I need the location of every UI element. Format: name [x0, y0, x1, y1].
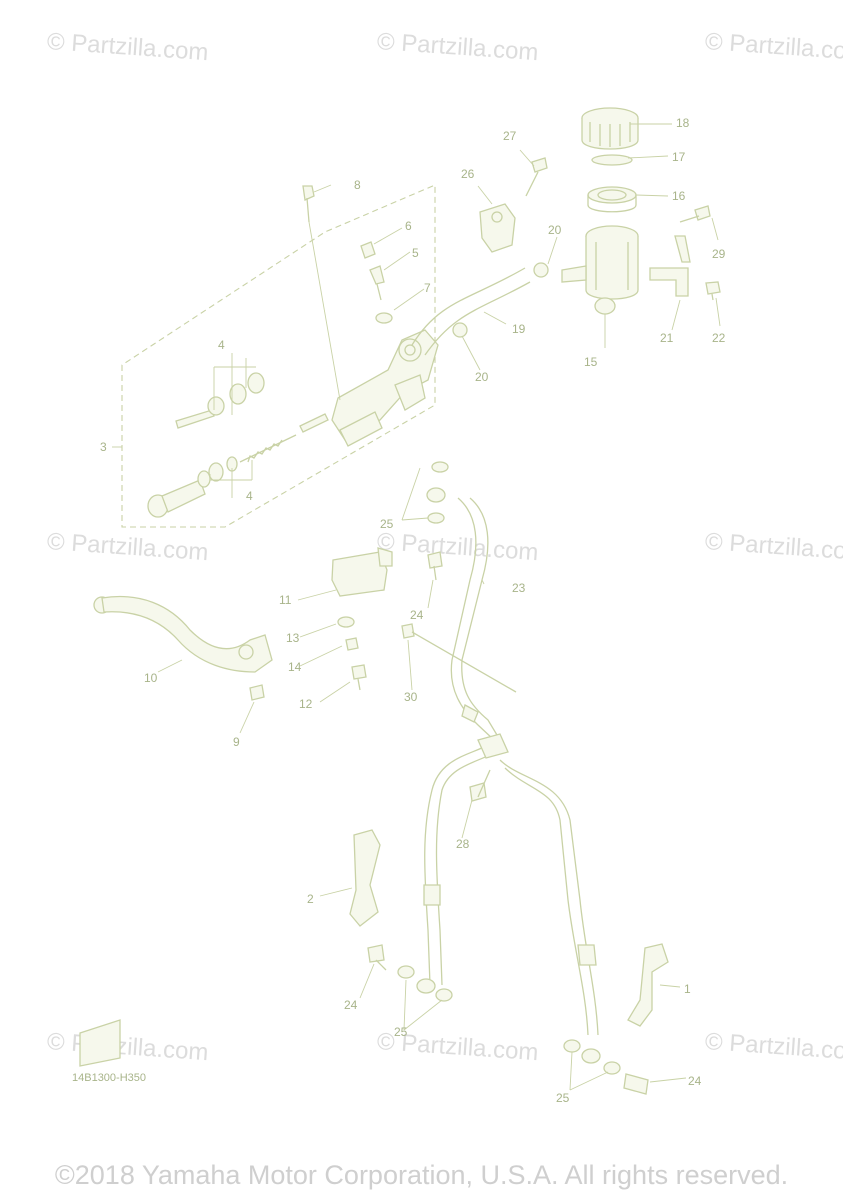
callout-12: 12: [299, 697, 313, 711]
callout-18: 18: [676, 116, 690, 130]
reservoir-hose: [411, 267, 531, 356]
callout-26: 26: [461, 167, 475, 181]
pivot-bolt: [302, 185, 341, 401]
callout-27: 27: [503, 129, 517, 143]
reservoir-bolt: [679, 205, 711, 223]
washer-25: [563, 1039, 581, 1053]
callout-1: 1: [684, 982, 691, 996]
brake-hose: [423, 497, 599, 1036]
bracket-bolt: [525, 157, 548, 197]
hose-guide-right: [627, 943, 669, 1027]
union-fitting: [581, 1048, 601, 1064]
master-cylinder-kit-outline: [121, 184, 436, 528]
callout-9: 9: [233, 735, 240, 749]
callout-30: 30: [404, 690, 418, 704]
piston-kit-upper: [175, 372, 265, 429]
callout-14: 14: [288, 660, 302, 674]
callout-16: 16: [672, 189, 686, 203]
callout-25: 25: [380, 517, 394, 531]
callout-23: 23: [512, 581, 526, 595]
callout-4: 4: [218, 338, 225, 352]
callout-13: 13: [286, 631, 300, 645]
bracket-tab: [674, 235, 691, 263]
washer-25: [603, 1061, 621, 1075]
callout-25: 25: [394, 1025, 408, 1039]
union-bolt-upper: [427, 551, 443, 581]
callout-11: 11: [279, 593, 292, 607]
small-screw: [705, 281, 721, 301]
callout-21: 21: [660, 331, 674, 345]
callout-7: 7: [424, 281, 431, 295]
union-fitting: [416, 978, 436, 994]
union-bolt-lower-left: [367, 944, 387, 971]
stamp-icon: [79, 1019, 121, 1067]
callout-20: 20: [548, 223, 562, 237]
switch-5: [369, 265, 385, 301]
reservoir-bracket: [649, 267, 689, 297]
washer-25: [431, 461, 449, 473]
callout-6: 6: [405, 219, 412, 233]
union-bolt-lower-right: [623, 1073, 649, 1095]
reservoir-tank: [561, 225, 639, 315]
callout-25: 25: [556, 1091, 570, 1105]
callout-24: 24: [344, 998, 358, 1012]
callout-19: 19: [512, 322, 526, 336]
callout-10: 10: [144, 671, 158, 685]
callout-8: 8: [354, 178, 361, 192]
leader-lines: [112, 123, 721, 1091]
hose-bolt: [469, 769, 491, 802]
callout-3: 3: [100, 440, 107, 454]
callout-17: 17: [672, 150, 686, 164]
cap-6: [360, 241, 376, 259]
callout-4: 4: [246, 489, 253, 503]
callout-20: 20: [475, 370, 489, 384]
switch-connector: [377, 547, 393, 567]
lever-nut: [249, 684, 265, 701]
washer-7: [375, 312, 393, 324]
callout-22: 22: [712, 331, 726, 345]
exploded-parts-diagram: 1 2 3 4 4 5 6 7 8 9 10 11 12 13 14 15 16…: [79, 107, 726, 1105]
callout-24: 24: [688, 1074, 702, 1088]
washer-25: [427, 512, 445, 524]
callout-29: 29: [712, 247, 726, 261]
cap-plate: [591, 154, 633, 166]
brake-lever: [93, 595, 273, 673]
master-cylinder-body: [331, 329, 439, 447]
callout-24: 24: [410, 608, 424, 622]
piston-kit-lower: [147, 413, 329, 518]
callout-2: 2: [307, 892, 314, 906]
callout-28: 28: [456, 837, 470, 851]
callout-labels: 1 2 3 4 4 5 6 7 8 9 10 11 12 13 14 15 16…: [100, 116, 726, 1105]
hose-clamp-lower: [452, 322, 468, 338]
nut-14: [345, 637, 359, 651]
hose-guide-left: [349, 829, 381, 927]
holder-bracket: [479, 203, 516, 253]
reservoir-cap: [581, 107, 639, 150]
callout-5: 5: [412, 246, 419, 260]
hose-clamp-upper: [533, 262, 549, 278]
union-fitting: [426, 487, 446, 503]
diaphragm: [587, 186, 637, 213]
diagram-code: 14B1300-H350: [72, 1072, 147, 1084]
callout-15: 15: [584, 355, 598, 369]
screw-12: [351, 664, 367, 691]
washer-25: [435, 988, 453, 1002]
copyright-notice: ©2018 Yamaha Motor Corporation, U.S.A. A…: [54, 1160, 789, 1190]
washer-13: [337, 616, 355, 628]
bracket-hole: [491, 211, 503, 223]
washer-25: [397, 965, 415, 979]
cable-tie: [401, 623, 517, 693]
